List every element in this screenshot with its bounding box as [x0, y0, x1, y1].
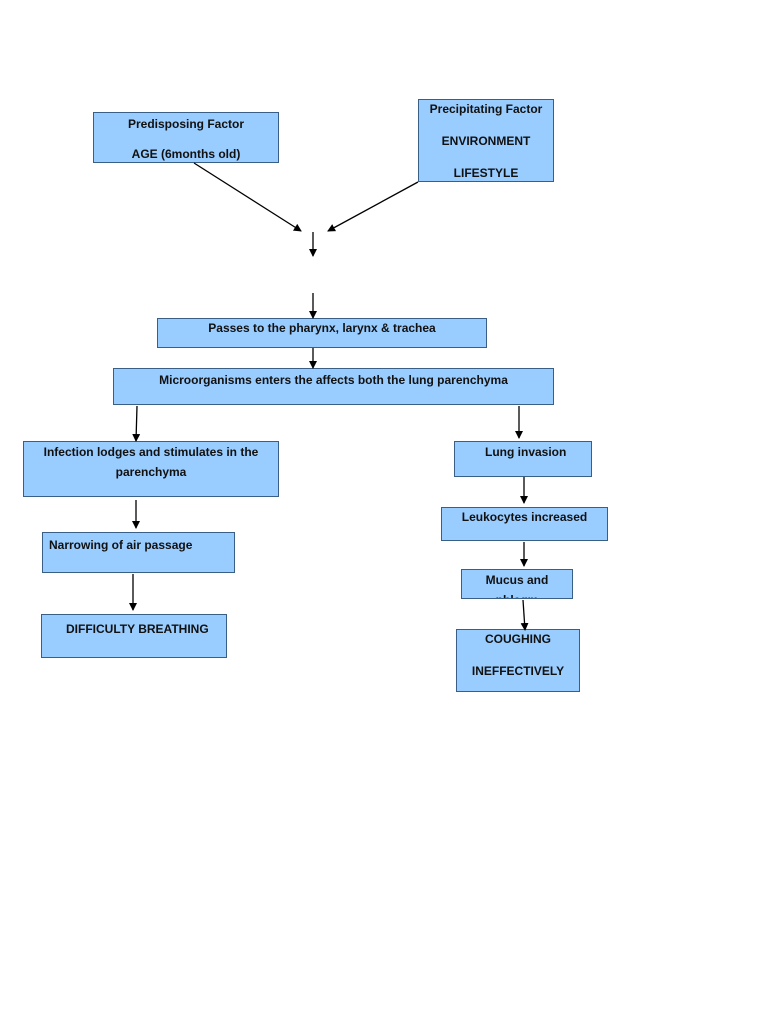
infection-text-line1: Infection lodges and stimulates in the [43, 445, 259, 459]
arrow-microorganisms-to-infection [132, 405, 141, 442]
mucus-phlegm-box: Mucus and phlegm [461, 569, 573, 599]
microorganisms-box: Microorganisms enters the affects both t… [113, 368, 554, 405]
coughing-text-line2: INEFFECTIVELY [471, 664, 565, 678]
mucus-text-line2: phlegm [462, 590, 572, 598]
precipitating-factor-lifestyle: LIFESTYLE [453, 166, 519, 180]
narrowing-box: Narrowing of air passage [42, 532, 235, 573]
precipitating-factor-environment: ENVIRONMENT [441, 134, 531, 148]
predisposing-factor-box: Predisposing Factor AGE (6months old) [93, 112, 279, 163]
leukocytes-text: Leukocytes increased [461, 510, 588, 524]
arrow-predisposing-to-center [193, 162, 302, 232]
predisposing-factor-age: AGE (6months old) [131, 147, 241, 161]
infection-box: Infection lodges and stimulates in the p… [23, 441, 279, 497]
difficulty-breathing-text: DIFFICULTY BREATHING [66, 622, 209, 636]
infection-text-line2: parenchyma [115, 465, 187, 479]
lung-invasion-text: Lung invasion [485, 445, 567, 459]
coughing-box: COUGHING INEFFECTIVELY [456, 629, 580, 692]
precipitating-factor-box: Precipitating Factor ENVIRONMENT LIFESTY… [418, 99, 554, 182]
difficulty-breathing-box: DIFFICULTY BREATHING [41, 614, 227, 658]
leukocytes-box: Leukocytes increased [441, 507, 608, 541]
arrow-precipitating-to-center [327, 181, 419, 232]
mucus-text-line1: Mucus and [485, 573, 549, 587]
lung-invasion-box: Lung invasion [454, 441, 592, 477]
pharynx-text: Passes to the pharynx, larynx & trachea [208, 321, 436, 335]
predisposing-factor-title: Predisposing Factor [127, 117, 245, 131]
microorganisms-text: Microorganisms enters the affects both t… [159, 373, 508, 387]
arrow-mucus-to-coughing [520, 599, 529, 631]
precipitating-factor-title: Precipitating Factor [429, 102, 543, 116]
pharynx-box: Passes to the pharynx, larynx & trachea [157, 318, 487, 348]
coughing-text-line1: COUGHING [485, 632, 551, 646]
narrowing-text: Narrowing of air passage [49, 538, 193, 552]
